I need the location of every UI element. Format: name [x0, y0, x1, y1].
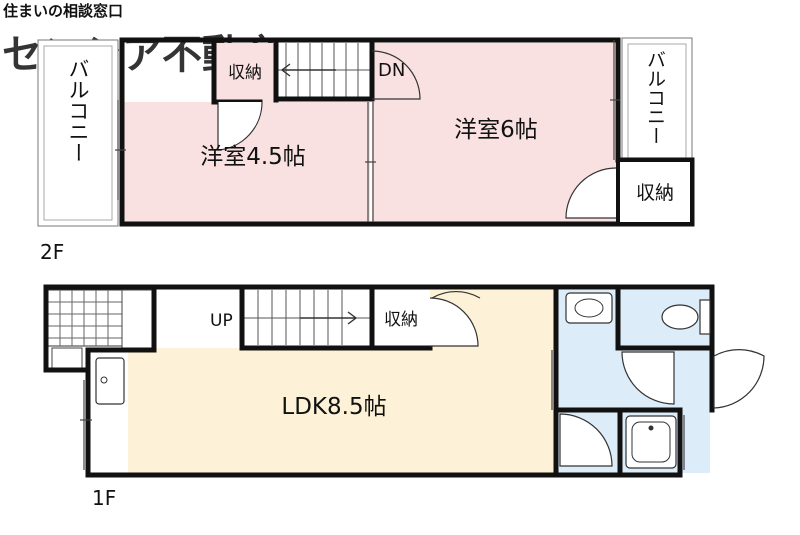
balcony-west [37, 39, 119, 227]
room-west-label: 洋室4.5帖 [200, 144, 306, 170]
kitchen-sink-icon [95, 357, 125, 405]
door-swing-entrance [713, 349, 765, 409]
room-east-floor [372, 43, 618, 222]
balcony-east-label: バルコニー [644, 50, 666, 145]
balcony-east [621, 37, 693, 165]
door-swing-stairs [371, 50, 421, 100]
watermark-tagline: 住まいの相談窓口 [3, 2, 123, 20]
entry-step [51, 347, 83, 369]
closet-1f-area [372, 290, 430, 346]
stairs-dn-label: DN [378, 60, 405, 81]
stairs-1f-arrow-icon [300, 311, 358, 325]
floor-2f-label: 2F [40, 240, 64, 264]
toilet-icon [661, 299, 711, 335]
bathtub-icon [625, 415, 677, 469]
closet-east-box [616, 158, 694, 226]
door-swing-closet-1f-b [429, 297, 479, 347]
closet-east-label: 収納 [636, 182, 674, 204]
entry-tiles [47, 289, 123, 347]
door-swing-west-closet [217, 101, 263, 151]
door-swing-bath [559, 413, 613, 467]
door-swing-east-closet [565, 167, 617, 219]
room-east-label: 洋室6帖 [454, 117, 538, 143]
closet-1f-label: 収納 [384, 310, 418, 330]
entry-shoe-box [121, 289, 155, 349]
ldk-label: LDK8.5帖 [281, 394, 386, 420]
windows-1f [80, 350, 685, 470]
stairs-2f-area [276, 43, 372, 99]
stairs-2f-arrow-icon [280, 63, 336, 77]
door-swing-toilet [621, 351, 675, 405]
stairs-up-label: UP [210, 311, 233, 331]
washbasin-icon [565, 292, 613, 324]
windows-2f [115, 40, 620, 200]
balcony-west-label: バルコニー [66, 58, 90, 163]
floor-1f-label: 1F [92, 486, 116, 510]
walls-1f [43, 284, 715, 478]
closet-west-label: 収納 [228, 63, 262, 83]
partition-2f [365, 102, 376, 222]
